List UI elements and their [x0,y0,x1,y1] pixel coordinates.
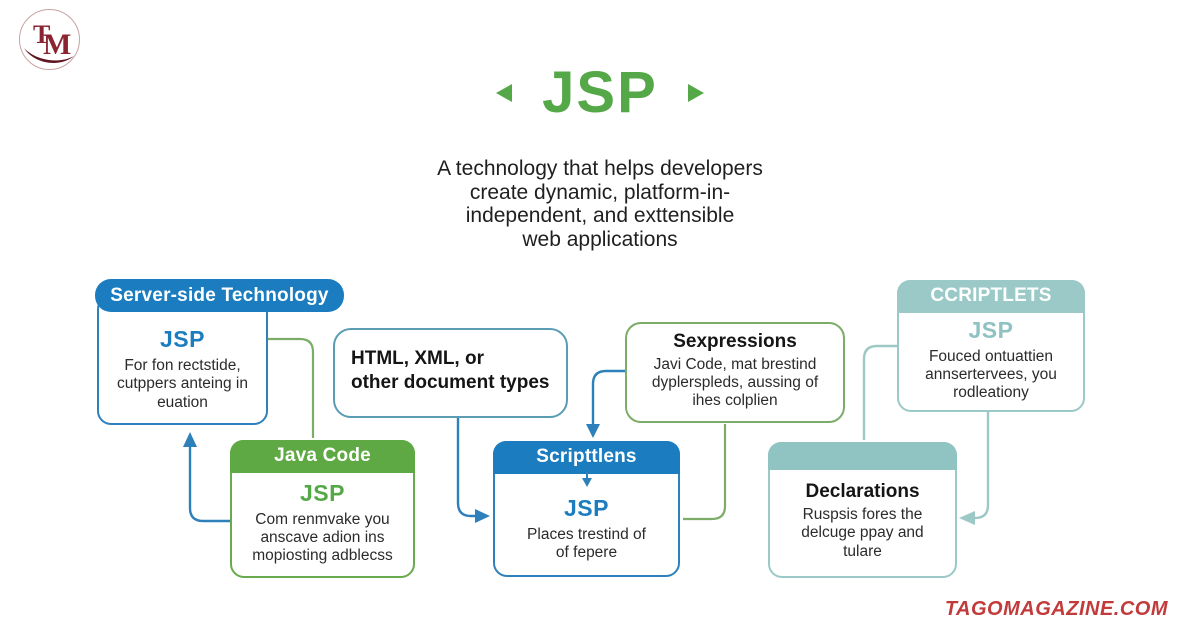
document-types-text: HTML, XML, or other document types [351,348,550,393]
scriptlets-blue-box: Scripttlens JSP Places trestind of of fe… [493,441,680,577]
brand-logo: T M [19,9,80,70]
java-code-text: Com renmvake you anscave adion ins mopio… [252,510,393,565]
subtitle-line: create dynamic, platform-in- [469,180,731,204]
arrowhead-up-icon [183,432,197,447]
logo-initial-t: T [33,20,51,49]
server-side-jsp-label: JSP [160,326,205,353]
declarations-header-band [768,442,957,470]
expressions-title: Sexpressions [673,330,797,352]
right-arrow-icon [687,84,704,102]
scriptlets-teal-box-header: CCRIPTLETS [897,280,1085,313]
scriptlets-teal-jsp-label: JSP [968,316,1014,343]
declarations-title: Declarations [805,481,920,503]
logo-swoosh [24,48,74,63]
declarations-box: Declarations Ruspsis fores the delcuge p… [768,442,957,578]
left-arrow-icon [496,84,513,102]
server-side-box-header: Server-side Technology [95,279,344,312]
expressions-box: Sexpressions Javi Code, mat brestind dyp… [625,322,845,423]
arrowhead-left-icon [959,511,975,525]
connector-documents-to-scriptlets [456,418,475,518]
subtitle-line: web applications [522,227,678,251]
connector-ccriptlets-to-declarations-right [974,412,990,520]
arrowhead-down-icon [586,424,600,438]
server-side-text: For fon rectstide, cutppers anteing in e… [117,357,248,411]
expressions-text: Javi Code, mat brestind dyplerspleds, au… [651,355,819,410]
scriptlets-blue-jsp-label: JSP [564,494,609,521]
connector-expressions-to-scriptlets-top [591,369,625,424]
title-row: JSP [0,64,1200,122]
java-code-box-header: Java Code [230,440,415,473]
arrowhead-right-icon [475,509,490,523]
scriptlets-blue-text: Places trestind of of fepere [527,525,646,561]
java-code-box: Java Code JSP Com renmvake you anscave a… [230,440,415,578]
logo-initial-m: M [43,28,72,61]
subtitle-line: A technology that helps developers [437,157,763,180]
page-title: JSP [542,60,658,125]
scriptlets-blue-box-header: Scripttlens [493,441,680,474]
connector-ccriptlets-to-declarations-top [862,344,897,440]
watermark: TAGOMAGAZINE.COM [944,598,1168,620]
subtitle: A technology that helps developers creat… [0,157,1200,251]
scriptlets-teal-box: CCRIPTLETS JSP Fouced ontuattien annsert… [897,280,1085,412]
scriptlets-teal-text: Fouced ontuattien annsertervees, you rod… [925,347,1057,402]
server-side-box: JSP For fon rectstide, cutppers anteing … [97,295,268,425]
subtitle-line: independent, and exttensible [465,204,735,228]
connector-serverside-to-javacode [268,337,315,438]
declarations-text: Ruspsis fores the delcuge ppay and tular… [801,506,924,560]
java-code-jsp-label: JSP [300,479,345,506]
connector-expressions-to-scriptlets-right [683,424,727,521]
document-types-box: HTML, XML, or other document types [333,328,568,418]
connector-javacode-to-serverside [188,446,230,523]
